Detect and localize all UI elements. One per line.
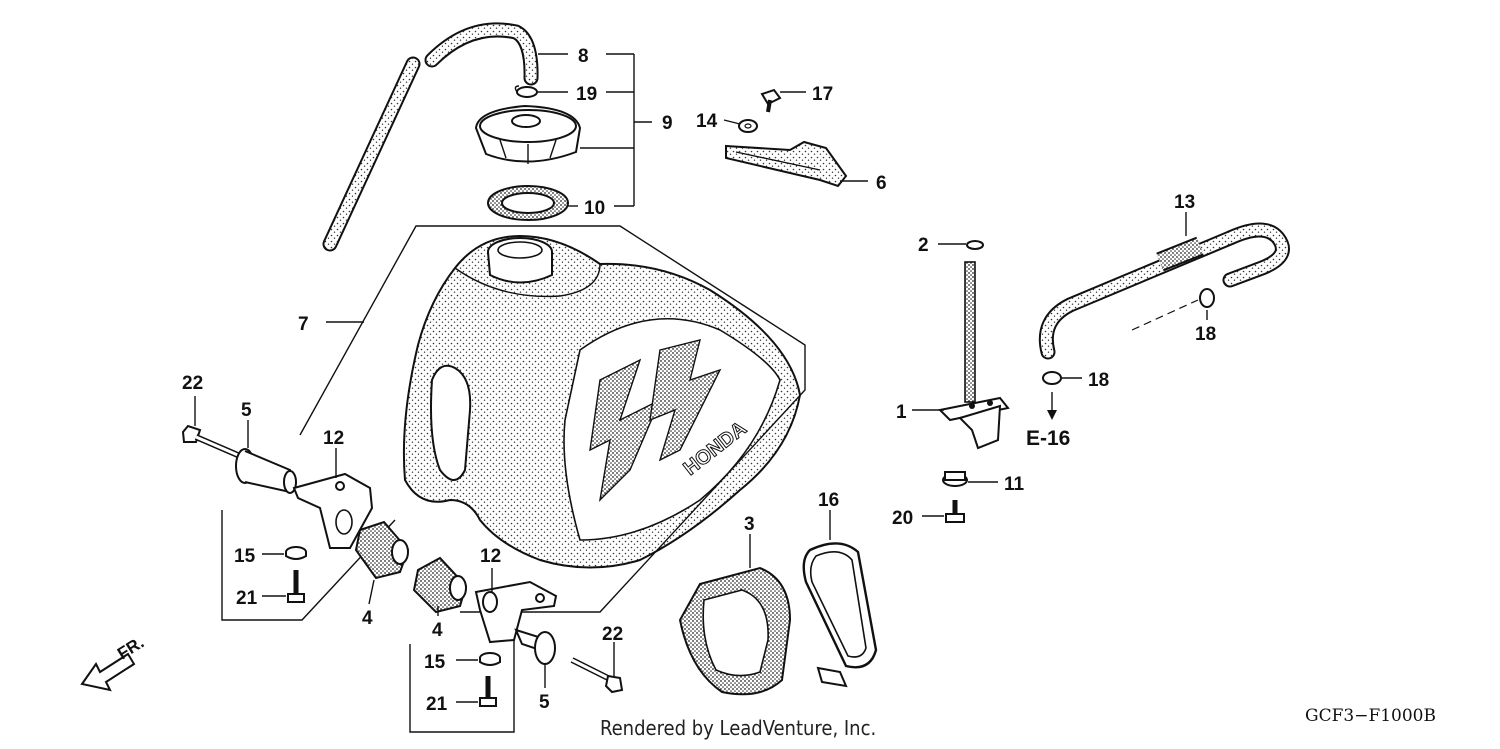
bolt-right-lower xyxy=(479,676,497,707)
fuel-cap xyxy=(474,104,582,164)
callout-16: 16 xyxy=(818,490,839,511)
front-arrow: FR. xyxy=(80,633,147,692)
callout-17: 17 xyxy=(812,84,833,105)
cap-gasket xyxy=(487,185,569,221)
fuel-cock xyxy=(937,261,1010,450)
callout-4-left: 4 xyxy=(362,608,373,629)
fuel-cock-bolt xyxy=(945,500,965,523)
washer-right xyxy=(479,652,501,666)
right-mount-bracket-line xyxy=(409,640,515,733)
callout-21-right: 21 xyxy=(426,694,448,715)
callout-3: 3 xyxy=(744,514,755,535)
rubber-band xyxy=(802,542,878,688)
clip-dash-line xyxy=(1131,299,1199,331)
bracket-left xyxy=(292,472,374,549)
callout-15-left: 15 xyxy=(234,546,256,567)
callout-19: 19 xyxy=(576,84,597,105)
rubber-mount-left xyxy=(354,520,410,580)
breather-tube xyxy=(322,22,539,252)
collar-left xyxy=(235,448,297,494)
reference-e16: E-16 xyxy=(1026,427,1070,450)
callout-22-left: 22 xyxy=(182,373,203,394)
heat-guard xyxy=(678,566,792,696)
washer-left xyxy=(285,546,307,560)
callout-12-left: 12 xyxy=(323,428,344,449)
callout-18-lower: 18 xyxy=(1088,370,1109,391)
callout-22-right: 22 xyxy=(602,624,623,645)
callout-9: 9 xyxy=(662,113,673,134)
tank-group-outline xyxy=(299,225,806,613)
mount-bolt-left xyxy=(181,424,242,459)
callout-1: 1 xyxy=(896,402,907,423)
bracket-right xyxy=(474,580,558,644)
callout-20: 20 xyxy=(892,508,913,529)
callout-14: 14 xyxy=(696,111,718,132)
callout-18-upper: 18 xyxy=(1195,324,1216,345)
collar-right xyxy=(514,628,556,665)
footer-credit: Rendered by LeadVenture, Inc. xyxy=(600,716,877,740)
callout-13: 13 xyxy=(1174,192,1195,213)
bolt-left-lower xyxy=(287,570,305,603)
rubber-mount-right xyxy=(412,556,468,614)
callout-5-left: 5 xyxy=(241,400,252,421)
mount-bolt-right xyxy=(570,657,624,694)
reference-arrowhead xyxy=(1047,410,1057,420)
callout-5-right: 5 xyxy=(539,692,550,713)
callout-6: 6 xyxy=(876,173,887,194)
callout-15-right: 15 xyxy=(424,652,446,673)
callout-4-right: 4 xyxy=(432,620,443,641)
fuel-tank: HONDA xyxy=(402,234,802,569)
leader-lines xyxy=(194,53,1208,703)
callout-11: 11 xyxy=(1004,474,1025,495)
band-collar xyxy=(738,119,758,133)
fuel-cock-washer xyxy=(966,240,984,250)
tube-clip-upper xyxy=(1199,288,1215,308)
tank-band xyxy=(725,140,848,188)
callout-7: 7 xyxy=(298,314,309,335)
callout-8: 8 xyxy=(578,46,589,67)
tube-clip-lower xyxy=(1042,371,1062,385)
callout-10: 10 xyxy=(584,198,605,219)
callout-12-right: 12 xyxy=(480,546,501,567)
callout-2: 2 xyxy=(918,235,929,256)
tube-clip xyxy=(514,85,538,98)
fuel-cock-collar xyxy=(942,471,968,487)
callout-21-left: 21 xyxy=(236,588,258,609)
left-mount-bracket-line xyxy=(221,510,396,621)
band-bolt xyxy=(760,88,782,113)
fuel-tube xyxy=(1038,222,1290,360)
diagram-code: GCF3−F1000B xyxy=(1305,706,1436,726)
